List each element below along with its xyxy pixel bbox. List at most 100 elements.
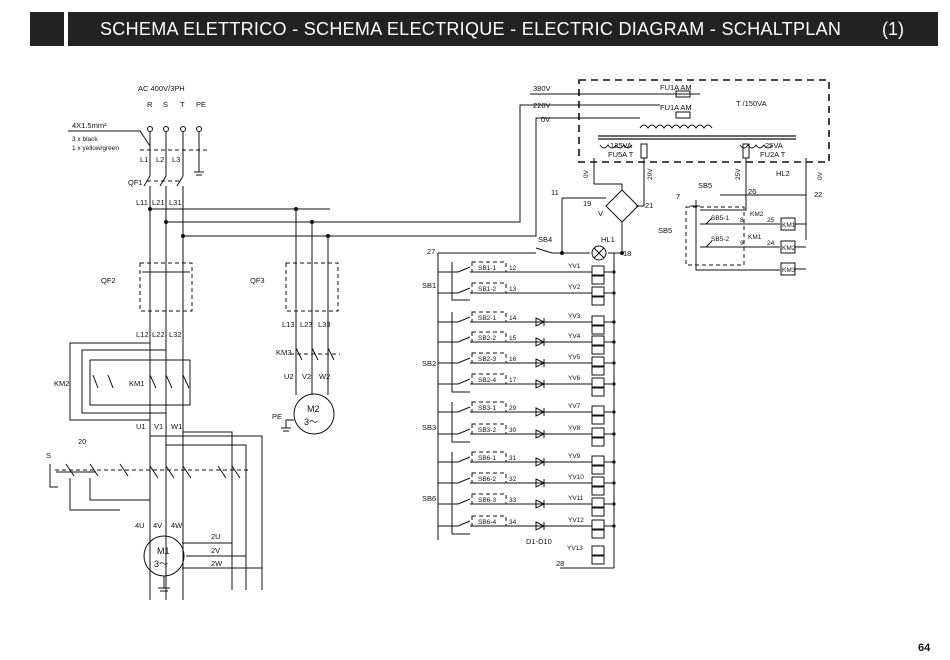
valve-label: YV9 xyxy=(568,453,581,460)
diode-icon xyxy=(535,337,546,347)
valve-label: YV2 xyxy=(568,284,581,291)
phase-label: T xyxy=(180,100,185,109)
row-wire xyxy=(438,477,614,484)
supply-label: AC 400V/3PH xyxy=(138,84,185,93)
junction xyxy=(612,460,616,464)
valve-label: YV1 xyxy=(568,263,581,270)
m2-ground xyxy=(281,419,294,432)
contactor-label: KM2 xyxy=(750,211,764,218)
wire-number: 25 xyxy=(767,217,775,224)
voltage-label: 25V xyxy=(735,168,742,180)
wire-number: 28 xyxy=(556,559,564,568)
diode-icon xyxy=(535,379,546,389)
terminal-label: W1 xyxy=(171,422,182,431)
switch-wires xyxy=(69,478,150,511)
switch-label: SB5 xyxy=(698,181,712,190)
junction xyxy=(560,251,564,255)
line-label: L33 xyxy=(318,320,331,329)
switch-box xyxy=(471,282,507,294)
contactor-label: KM1 xyxy=(748,234,762,241)
breaker-label: QF2 xyxy=(101,276,116,285)
secondary-wires xyxy=(593,158,807,240)
terminal xyxy=(196,126,202,132)
valve-coil xyxy=(591,335,605,346)
voltage-label: 29V xyxy=(647,168,654,180)
terminal xyxy=(180,126,186,132)
page-title: SCHEMA ELETTRICO - SCHEMA ELECTRIQUE - E… xyxy=(100,18,842,39)
transformer-core xyxy=(598,135,796,140)
cable-label: 4X1.5mm² xyxy=(72,121,107,130)
switch-label: SB3-2 xyxy=(478,427,496,434)
fuse-label: FU5A T xyxy=(608,150,634,159)
valve-coil xyxy=(591,427,605,438)
line-label: L22 xyxy=(152,330,165,339)
m1-winding-leads xyxy=(182,542,262,569)
terminal-label: 4V xyxy=(153,521,162,530)
voltage-label: 380V xyxy=(533,84,551,93)
fuse-icon xyxy=(742,143,750,159)
terminal-label: 2U xyxy=(211,532,221,541)
wire-number: 19 xyxy=(583,199,591,208)
line-label: L3 xyxy=(172,155,180,164)
terminal-label: U1 xyxy=(136,422,146,431)
junction xyxy=(612,481,616,485)
valve-coil xyxy=(591,366,605,376)
wire-number: 30 xyxy=(509,427,517,434)
junction xyxy=(612,291,616,295)
junction xyxy=(612,270,616,274)
rectifier-label: V xyxy=(598,209,603,218)
motor-m2 xyxy=(293,393,335,435)
fuse-icon xyxy=(675,90,691,98)
valve-label: YV7 xyxy=(568,403,581,410)
transformer-box xyxy=(578,79,830,163)
valve-coil xyxy=(591,315,605,326)
winding-rating: 125VA xyxy=(610,141,632,150)
supply-wires xyxy=(149,132,184,176)
pe-label: PE xyxy=(272,412,282,421)
junction xyxy=(612,524,616,528)
terminal xyxy=(147,126,153,132)
group-label: SB2 xyxy=(422,359,436,368)
cable-leader xyxy=(68,130,151,147)
switch-label: SB2-1 xyxy=(478,315,496,322)
group-bracket xyxy=(451,402,470,443)
valve-coil xyxy=(591,545,605,556)
terminal-label: 2W xyxy=(211,559,223,568)
terminal xyxy=(163,126,169,132)
sb4-line xyxy=(438,247,622,254)
voltage-label: 220V xyxy=(533,101,551,110)
wire-number: 7 xyxy=(676,192,680,201)
valve-coil xyxy=(591,345,605,355)
switch-box xyxy=(471,311,507,323)
junction xyxy=(612,320,616,324)
wire-number: 12 xyxy=(509,265,517,272)
terminal-label: U2 xyxy=(284,372,294,381)
switch-box xyxy=(471,331,507,343)
wire-number: 32 xyxy=(509,476,517,483)
cable-note: 1 x yellow/green xyxy=(72,145,119,152)
wire-number: 29 xyxy=(509,405,517,412)
motor-type: 3～ xyxy=(304,417,318,427)
switch-label: SB2-4 xyxy=(478,377,496,384)
km-contacts xyxy=(92,374,190,389)
winding-wires xyxy=(150,431,263,590)
control-section: SB4 HL1 SB5 SB5 SB5-1 SB5-2 8 9 25 24 KM… xyxy=(422,181,806,569)
junction xyxy=(612,361,616,365)
diode-icon xyxy=(535,407,546,417)
wire-number: 27 xyxy=(427,247,435,256)
supply-section: AC 400V/3PH R S T PE 4X1.5mm² 3 x black … xyxy=(68,84,556,600)
breaker-label: QF3 xyxy=(250,276,265,285)
valve-coil xyxy=(591,265,605,276)
switch-label: SB1-2 xyxy=(478,286,496,293)
diode-icon xyxy=(535,521,546,531)
valve-coil xyxy=(591,437,605,447)
valve-coil xyxy=(591,356,605,367)
line-label: L11 xyxy=(136,198,148,207)
star-delta-switch xyxy=(49,463,241,488)
row-wire xyxy=(438,406,614,413)
wire-number: 31 xyxy=(509,455,517,462)
fuse-icon xyxy=(640,143,648,159)
junction xyxy=(612,382,616,386)
